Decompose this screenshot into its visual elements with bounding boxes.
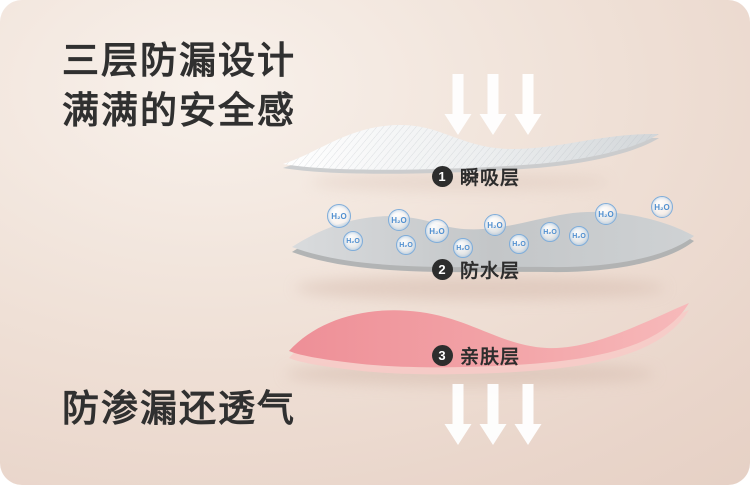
down-arrow-icon — [444, 384, 472, 445]
down-arrow-icon — [479, 74, 507, 135]
headline: 三层防漏设计 满满的安全感 — [62, 36, 296, 136]
layer-number-badge-1: 1 — [432, 166, 453, 187]
h2o-bubble: H₂O — [396, 235, 416, 255]
down-arrow-icon — [514, 384, 542, 445]
h2o-bubble: H₂O — [484, 214, 506, 236]
down-arrow-icon — [514, 74, 542, 135]
headline-line2: 满满的安全感 — [62, 89, 296, 131]
top-arrows — [444, 74, 542, 135]
h2o-bubble: H₂O — [540, 222, 560, 242]
layer-number-badge-3: 3 — [432, 345, 453, 366]
layer-label-1: 1 瞬吸层 — [432, 163, 520, 190]
h2o-bubble: H₂O — [327, 204, 351, 228]
h2o-bubble: H₂O — [651, 196, 673, 218]
down-arrow-icon — [444, 74, 472, 135]
h2o-bubble: H₂O — [343, 231, 363, 251]
bottom-arrows — [444, 384, 542, 445]
headline-line1: 三层防漏设计 — [62, 40, 296, 81]
layer-label-2: 2 防水层 — [432, 256, 520, 283]
layer-label-text-3: 亲肤层 — [460, 347, 521, 368]
h2o-bubble: H₂O — [388, 209, 410, 231]
down-arrow-icon — [479, 384, 507, 445]
h2o-bubble: H₂O — [453, 238, 473, 258]
footer-text: 防渗漏还透气 — [62, 388, 296, 429]
layer-label-3: 3 亲肤层 — [432, 342, 520, 369]
h2o-bubble: H₂O — [569, 226, 589, 246]
layer-label-text-1: 瞬吸层 — [460, 168, 521, 189]
h2o-bubble: H₂O — [509, 234, 529, 254]
h2o-bubble: H₂O — [595, 203, 617, 225]
h2o-bubble: H₂O — [425, 219, 449, 243]
layer-label-text-2: 防水层 — [460, 261, 521, 282]
layer-number-badge-2: 2 — [432, 259, 453, 280]
